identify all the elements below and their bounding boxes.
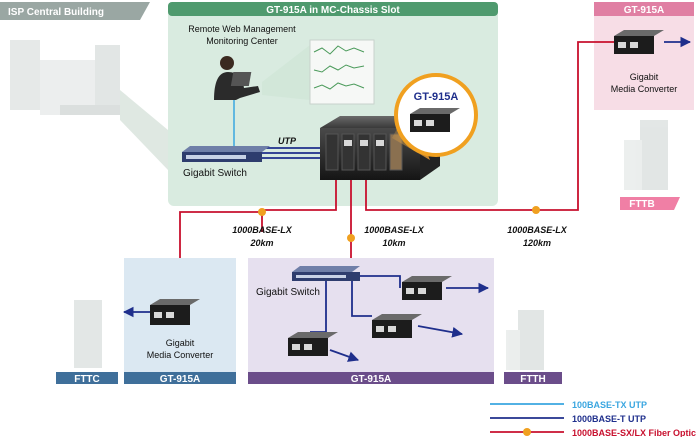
link-left-dist: 20km [249, 238, 273, 248]
fttb-building-illustration [624, 120, 668, 190]
fiber-markers [258, 206, 540, 242]
utp-links [262, 147, 320, 159]
link-right-type: 1000BASE-LX [507, 225, 568, 235]
gigabit-switch-top [182, 146, 270, 162]
isp-link-shade [120, 90, 168, 170]
fttc-label: FTTC [74, 374, 100, 385]
chassis-slot-title: GT-915A in MC-Chassis Slot [266, 5, 400, 16]
legend-label-1000base-t: 1000BASE-T UTP [572, 414, 646, 424]
isp-building-illustration [10, 40, 120, 115]
fttb-label: FTTB [629, 199, 655, 210]
mc-chassis-device [320, 116, 440, 180]
gt915a-bottom-center-badge: GT-915A [248, 372, 494, 385]
ftth-badge: FTTH [504, 372, 562, 385]
legend-label-100base-tx: 100BASE-TX UTP [572, 400, 647, 410]
legend-fiber-marker [523, 428, 531, 436]
callout-label: GT-915A [414, 91, 459, 103]
utp-label: UTP [278, 136, 297, 146]
operator-icon [214, 56, 260, 100]
ftth-converter-2 [372, 314, 422, 338]
gigabit-switch-bottom-label: Gigabit Switch [256, 287, 320, 298]
ftth-label: FTTH [520, 374, 546, 385]
ftth-converter-3 [288, 332, 338, 356]
gt915a-bottom-left-label: GT-915A [160, 374, 201, 385]
link-left-type: 1000BASE-LX [232, 225, 293, 235]
monitor-screens-icon [262, 39, 375, 105]
isp-building-title: ISP Central Building [8, 7, 104, 18]
fttc-building-illustration [74, 300, 102, 368]
gigabit-switch-bottom [292, 266, 360, 281]
fttb-badge: FTTB [620, 197, 680, 210]
fttc-badge: FTTC [56, 372, 118, 385]
gigabit-switch-top-label: Gigabit Switch [183, 168, 247, 179]
link-center-dist: 10km [382, 238, 405, 248]
converter-tr-label-2: Media Converter [611, 84, 678, 94]
link-center-type: 1000BASE-LX [364, 225, 425, 235]
link-right-dist: 120km [523, 238, 551, 248]
fttb-converter-panel: GT-915A Gigabit Media Converter [594, 2, 694, 110]
converter-bl-label-1: Gigabit [166, 338, 195, 348]
legend: 100BASE-TX UTP 1000BASE-T UTP 1000BASE-S… [490, 400, 696, 437]
remote-mgmt-label-1: Remote Web Management [188, 24, 296, 34]
ftth-building-illustration [506, 310, 544, 370]
converter-bl-label-2: Media Converter [147, 350, 214, 360]
converter-tr-label-1: Gigabit [630, 72, 659, 82]
gt915a-bottom-left-badge: GT-915A [124, 372, 236, 385]
ftth-converter-1 [402, 276, 452, 300]
isp-building-header: ISP Central Building [0, 2, 150, 20]
fttc-converter-panel: Gigabit Media Converter [124, 258, 236, 372]
gt915a-top-right-label: GT-915A [624, 5, 665, 16]
gt915a-callout: GT-915A [394, 73, 478, 157]
gt915a-bottom-center-label: GT-915A [351, 374, 392, 385]
remote-mgmt-label-2: Monitoring Center [206, 36, 278, 46]
legend-label-fiber: 1000BASE-SX/LX Fiber Optic [572, 428, 696, 437]
